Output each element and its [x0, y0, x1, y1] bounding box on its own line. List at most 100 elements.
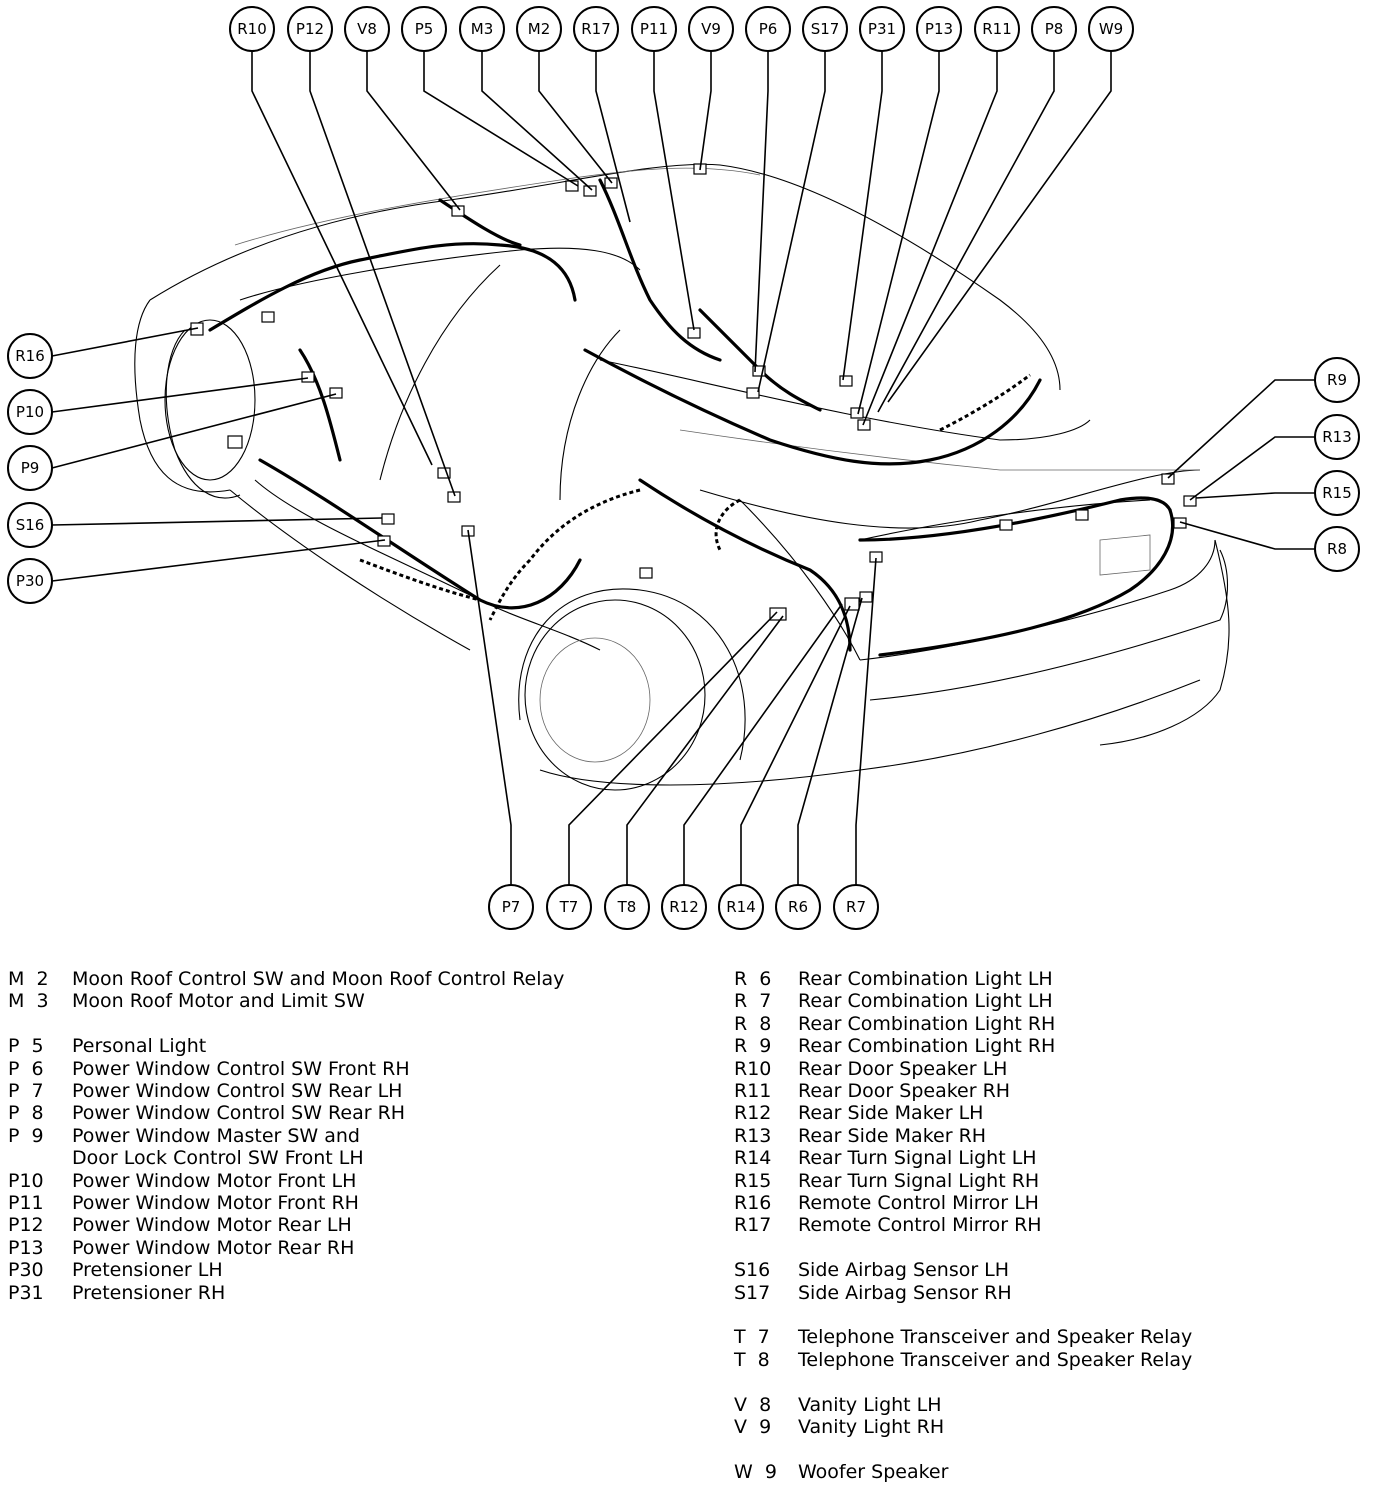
leader-line-r10 — [251, 51, 433, 466]
callout-p9: P9 — [7, 445, 53, 491]
legend-description: Power Window Control SW Rear RH — [72, 1102, 406, 1125]
callout-label: P13 — [925, 20, 953, 38]
legend-description: Moon Roof Control SW and Moon Roof Contr… — [72, 968, 565, 990]
callout-label: M2 — [528, 20, 551, 38]
legend-code: P30 — [8, 1259, 44, 1282]
callout-r10: R10 — [229, 6, 275, 52]
legend-description: Woofer Speaker — [798, 1460, 949, 1483]
legend-description: Rear Combination Light LH — [798, 968, 1053, 990]
leader-line-p13 — [857, 51, 940, 415]
callout-circle — [7, 333, 53, 379]
legend-code: R11 — [734, 1080, 772, 1103]
callout-s16: S16 — [7, 502, 53, 548]
callout-label: R10 — [237, 20, 267, 38]
leader-line-t8 — [626, 615, 784, 885]
leader-line-p31 — [842, 51, 883, 381]
callout-label: P7 — [502, 898, 521, 916]
legend-description: Rear Combination Light LH — [798, 990, 1053, 1013]
legend-row: P 5 Personal Light — [8, 1035, 698, 1057]
callout-r16: R16 — [7, 333, 53, 379]
legend-description: Power Window Control SW Front RH — [72, 1057, 410, 1080]
legend-code: P 7 — [8, 1080, 44, 1103]
leader-line-v8 — [366, 51, 461, 211]
callout-circle — [916, 6, 962, 52]
callout-v8: V8 — [344, 6, 390, 52]
callout-p11: P11 — [631, 6, 677, 52]
leader-line-m2 — [538, 51, 613, 184]
legend-code: R12 — [734, 1102, 772, 1125]
callout-v9: V9 — [688, 6, 734, 52]
callout-label: P5 — [415, 20, 434, 38]
legend-code: W 9 — [734, 1460, 777, 1483]
callout-circle — [833, 884, 879, 930]
callout-s17: S17 — [802, 6, 848, 52]
callout-label: P8 — [1045, 20, 1064, 38]
callout-circle — [718, 884, 764, 930]
legend-description: Personal Light — [72, 1035, 207, 1058]
leader-line-p6 — [754, 51, 769, 373]
callout-circle — [488, 884, 534, 930]
legend-code: R15 — [734, 1169, 772, 1192]
legend-code: R14 — [734, 1147, 772, 1170]
legend-code: R 7 — [734, 990, 772, 1013]
callout-label: T7 — [559, 898, 579, 916]
callout-label: R16 — [15, 347, 45, 365]
legend-code: M 2 — [8, 968, 49, 990]
callout-label: P9 — [21, 459, 40, 477]
leader-line-s16 — [51, 517, 383, 526]
callout-p10: P10 — [7, 389, 53, 435]
legend-row: R17 Remote Control Mirror RH — [734, 1214, 1354, 1236]
legend-description: Power Window Control SW Rear LH — [72, 1080, 403, 1103]
legend-group: R 6 Rear Combination Light LH R 7 Rear Comb… — [734, 968, 1354, 1237]
callout-circle — [604, 884, 650, 930]
callout-circle — [229, 6, 275, 52]
callout-circle — [974, 6, 1020, 52]
callout-r11: R11 — [974, 6, 1020, 52]
callout-circle — [745, 6, 791, 52]
legend-description: Moon Roof Motor and Limit SW — [72, 990, 365, 1013]
callout-label: R7 — [846, 898, 866, 916]
callout-circle — [661, 884, 707, 930]
callout-circle — [7, 558, 53, 604]
car-body-outline — [134, 163, 1230, 791]
callout-circle — [1314, 526, 1360, 572]
callout-t7: T7 — [546, 884, 592, 930]
callout-label: V8 — [357, 20, 377, 38]
callout-circle — [688, 6, 734, 52]
callout-label: P6 — [759, 20, 778, 38]
legend-code: P11 — [8, 1192, 44, 1215]
legend-row: P 7 Power Window Control SW Rear LH — [8, 1080, 698, 1102]
legend-row: Door Lock Control SW Front LH — [8, 1147, 698, 1169]
legend-code: P 9 — [8, 1124, 44, 1147]
callout-r14: R14 — [718, 884, 764, 930]
callout-p8: P8 — [1031, 6, 1077, 52]
legend-description: Remote Control Mirror RH — [798, 1214, 1042, 1237]
callout-r7: R7 — [833, 884, 879, 930]
callout-label: W9 — [1099, 20, 1123, 38]
callout-r15: R15 — [1314, 470, 1360, 516]
legend-description: Door Lock Control SW Front LH — [72, 1147, 364, 1170]
legend-code: R 6 — [734, 968, 772, 990]
legend-code: P12 — [8, 1214, 44, 1237]
legend-code: P10 — [8, 1169, 44, 1192]
legend-code: R17 — [734, 1214, 772, 1237]
callout-circle — [802, 6, 848, 52]
callout-circle — [459, 6, 505, 52]
callout-circle — [516, 6, 562, 52]
legend-code: V 8 — [734, 1393, 772, 1416]
callout-t8: T8 — [604, 884, 650, 930]
legend-code: P 5 — [8, 1035, 44, 1058]
legend-description: Remote Control Mirror LH — [798, 1192, 1039, 1215]
legend-description: Telephone Transceiver and Speaker Relay — [798, 1348, 1193, 1371]
callout-w9: W9 — [1088, 6, 1134, 52]
